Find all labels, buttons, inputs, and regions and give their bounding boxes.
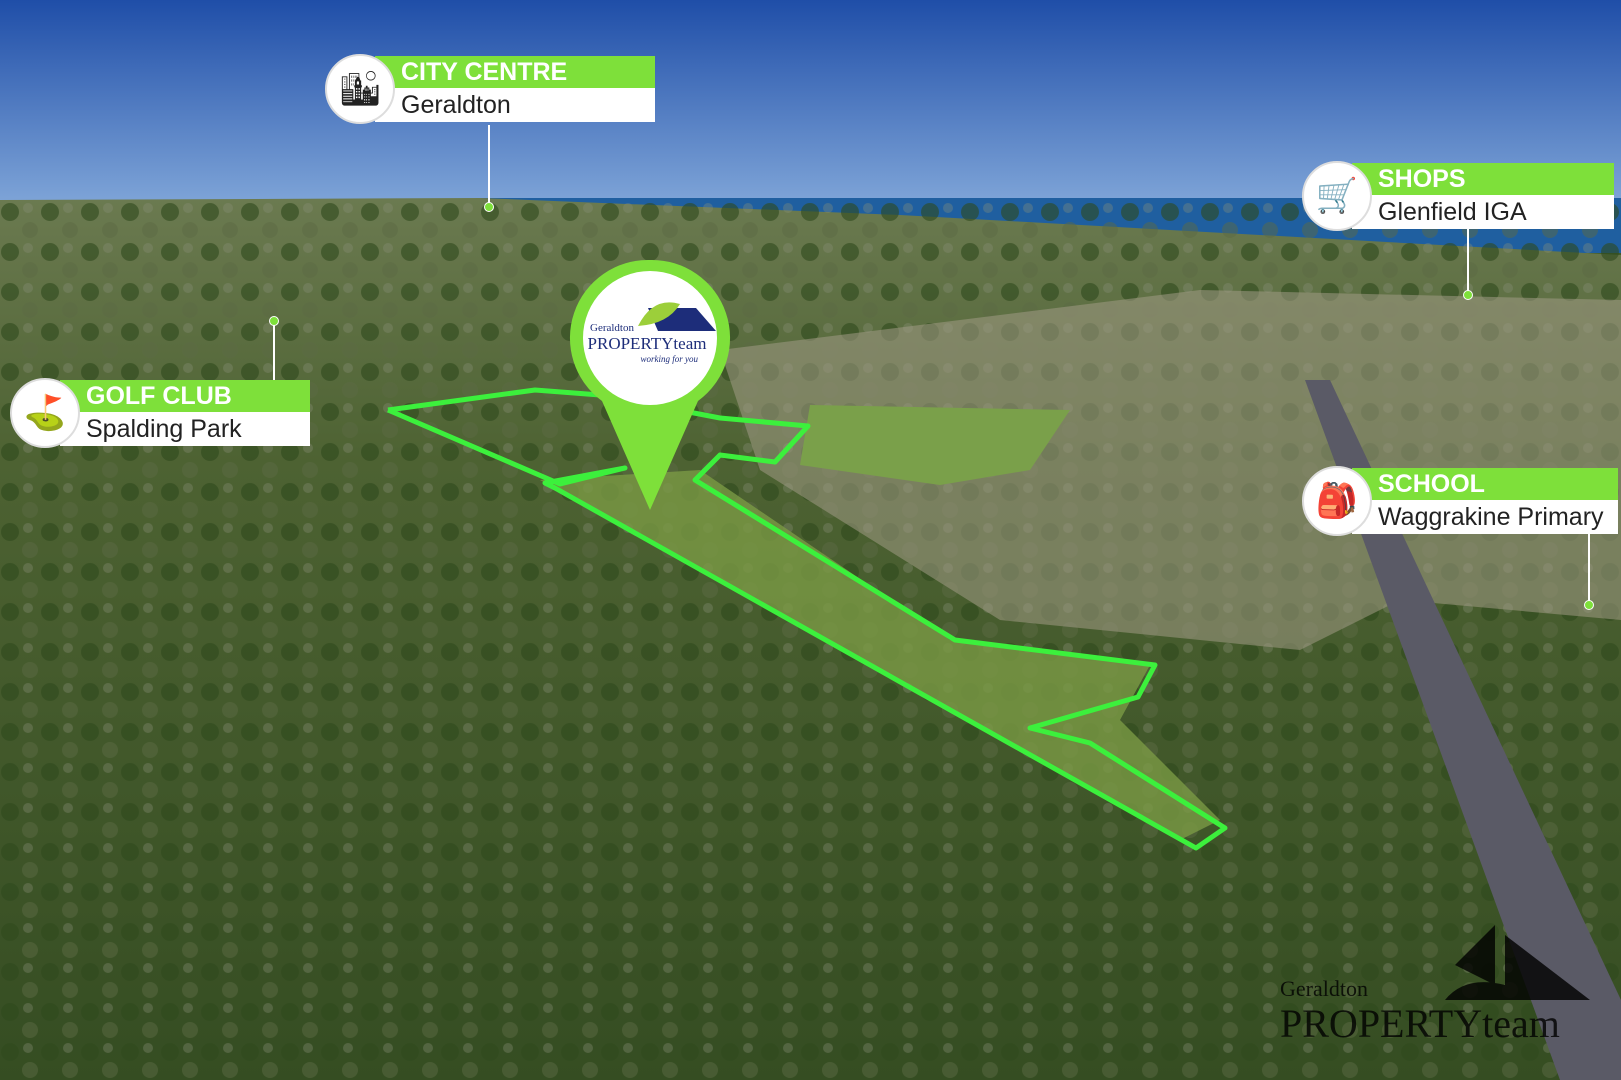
pin-logo: Geraldton PROPERTYteam working for you (582, 322, 712, 364)
label-title: GOLF CLUB (60, 380, 310, 412)
school-dot (1584, 600, 1594, 610)
logo-line3: working for you (640, 354, 699, 364)
label-title: SCHOOL (1352, 468, 1618, 500)
site-grass (540, 470, 1220, 840)
school-pointer (1588, 533, 1590, 603)
golf-icon: ⛳ (10, 378, 80, 448)
logo-line2: PROPERTYteam (587, 334, 707, 353)
logo-line1: Geraldton (590, 322, 634, 334)
label-subtitle: Waggrakine Primary (1352, 500, 1618, 534)
city-buildings-icon: 🏙 (325, 54, 395, 124)
shops-dot (1463, 290, 1473, 300)
watermark-line1: Geraldton (1280, 976, 1368, 1001)
location-pin: Geraldton PROPERTYteam working for you (568, 256, 732, 517)
property-boundary (387, 387, 1228, 851)
shopping-cart-icon: 🛒 (1302, 161, 1372, 231)
label-subtitle: Glenfield IGA (1352, 195, 1614, 229)
golf-dot (269, 316, 279, 326)
label-title: CITY CENTRE (375, 56, 655, 88)
city-centre-dot (484, 202, 494, 212)
city-centre-pointer (488, 125, 490, 207)
park-lawn (800, 405, 1070, 485)
shops-pointer (1467, 228, 1469, 294)
backpack-icon: 🎒 (1302, 466, 1372, 536)
label-title: SHOPS (1352, 163, 1614, 195)
road (1305, 380, 1621, 1080)
golf-pointer (273, 322, 275, 382)
watermark-logo-icon (1445, 925, 1590, 1000)
watermark-line2: PROPERTYteam (1280, 1001, 1560, 1046)
label-subtitle: Spalding Park (60, 412, 310, 446)
label-subtitle: Geraldton (375, 88, 655, 122)
